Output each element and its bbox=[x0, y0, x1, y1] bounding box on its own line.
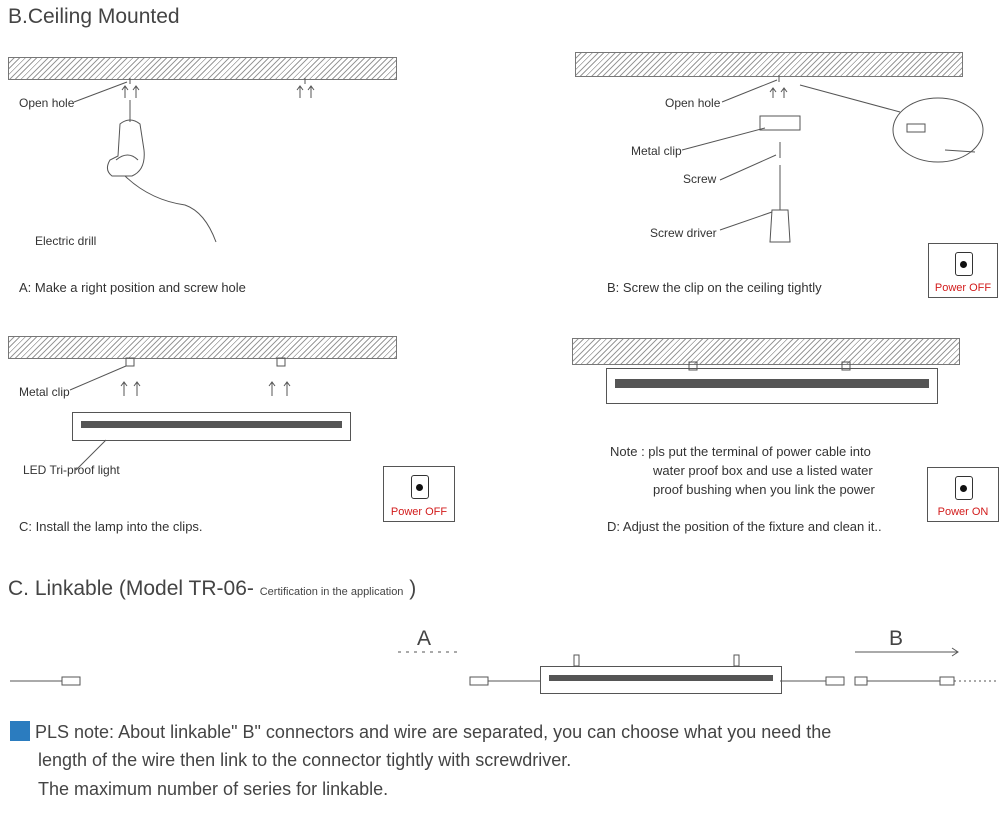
switch-icon bbox=[955, 476, 973, 500]
power-status-c: Power OFF bbox=[390, 506, 448, 518]
open-hole-label-b: Open hole bbox=[665, 96, 721, 110]
connector-b-icon bbox=[825, 676, 845, 686]
screwdriver-handle bbox=[769, 209, 791, 243]
power-status-b: Power OFF bbox=[934, 282, 992, 294]
note-line-1: Note : pls put the terminal of power cab… bbox=[610, 444, 871, 459]
pls-note-line-2: length of the wire then link to the conn… bbox=[38, 750, 572, 770]
power-on-switch-d: Power ON bbox=[927, 467, 999, 522]
power-off-switch-c: Power OFF bbox=[383, 466, 455, 522]
note-line-3: proof bushing when you link the power bbox=[653, 482, 875, 497]
label-a: A bbox=[417, 627, 432, 650]
ceiling-d bbox=[572, 338, 960, 365]
screw-label: Screw bbox=[683, 172, 717, 186]
power-off-switch-b: Power OFF bbox=[928, 243, 998, 298]
section-c-title: C. Linkable (Model TR-06- Certification … bbox=[8, 577, 416, 601]
connector-left-icon bbox=[61, 676, 81, 686]
section-b-title: B.Ceiling Mounted bbox=[8, 5, 180, 28]
pls-note-line-1: PLS note: About linkable" B" connectors … bbox=[35, 722, 832, 742]
note-line-2: water proof box and use a listed water bbox=[653, 463, 873, 478]
metal-clip-label-b: Metal clip bbox=[631, 144, 682, 158]
metal-clip-label-c: Metal clip bbox=[19, 385, 70, 399]
caption-step-b: B: Screw the clip on the ceiling tightly bbox=[607, 280, 822, 295]
electric-drill-label: Electric drill bbox=[35, 234, 97, 248]
pls-note-line-3: The maximum number of series for linkabl… bbox=[38, 779, 389, 799]
metal-clip-icon bbox=[759, 115, 801, 131]
section-c-title-small: Certification in the application bbox=[259, 586, 404, 598]
led-tri-proof-label: LED Tri-proof light bbox=[23, 463, 120, 477]
ceiling-b bbox=[575, 52, 963, 77]
ceiling-a bbox=[8, 57, 397, 80]
caption-step-c: C: Install the lamp into the clips. bbox=[19, 519, 203, 534]
label-b: B bbox=[889, 627, 904, 650]
switch-icon bbox=[411, 475, 429, 499]
electric-drill-icon bbox=[106, 100, 217, 243]
open-hole-label-a: Open hole bbox=[19, 96, 75, 110]
caption-step-a: A: Make a right position and screw hole bbox=[19, 280, 246, 295]
switch-icon bbox=[955, 252, 973, 276]
section-c-title-close: ) bbox=[409, 577, 417, 600]
detail-zoom-circle bbox=[892, 97, 984, 163]
section-c-title-main: C. Linkable (Model TR-06- bbox=[8, 577, 254, 600]
linkable-light bbox=[540, 666, 782, 694]
connector-a-icon bbox=[469, 676, 489, 686]
tri-proof-light-c bbox=[72, 412, 351, 441]
tri-proof-light-d bbox=[606, 368, 938, 404]
note-square-icon bbox=[10, 721, 30, 741]
power-status-d: Power ON bbox=[937, 506, 989, 518]
ceiling-c bbox=[8, 336, 397, 359]
up-arrows-icon bbox=[121, 85, 315, 98]
screw-driver-label: Screw driver bbox=[650, 226, 717, 240]
caption-step-d: D: Adjust the position of the fixture an… bbox=[607, 519, 882, 534]
